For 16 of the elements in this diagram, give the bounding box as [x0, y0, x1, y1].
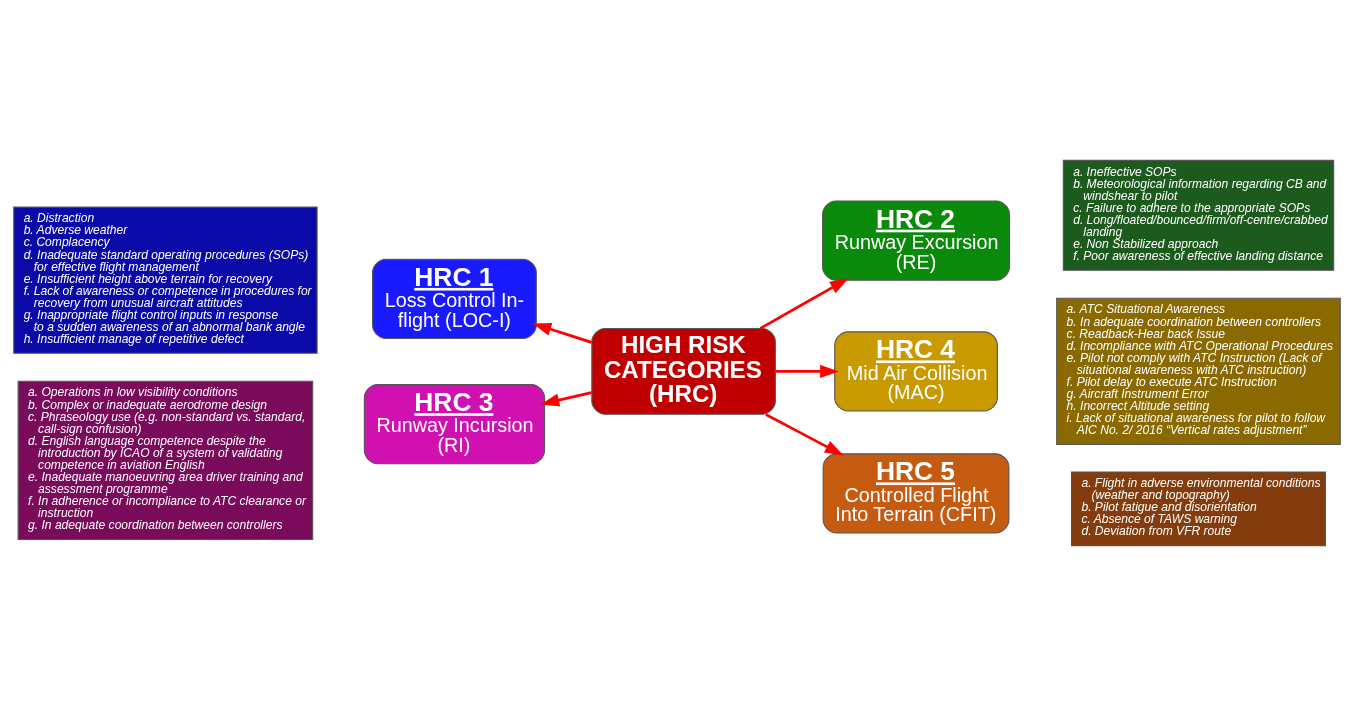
- node-box: HRC 5 Controlled Flight Into Terrain (CFIT): [822, 452, 1010, 533]
- node-box: a. ATC Situational Awareness b. In adequate coordination between controllers c. Readback-Hear back Issue d. Incompliance with ATC Operational Procedures e. Pilot not comply with ATC Instruction (Lack of situational awareness with ATC instruction) f. Pilot delay to execute ATC Instruction g. Aircraft Instrument Error h. Incorrect Altitude setting i. Lack of situational awareness for pilot to follow AIC No. 2/ 2016 “Vertical rates adjustment”: [1056, 297, 1341, 445]
- node-box: a. Ineffective SOPs b. Meteorological information regarding CB and windshear to pilot c. Failure to adhere to the appropriate SOPs d. Long/floated/bounced/firm/off-centre/crabbed landing e. Non Stabilized approach f. Poor awareness of effective landing distance: [1062, 159, 1335, 271]
- arrow: [759, 277, 849, 330]
- arrow: [775, 364, 839, 378]
- node-box: HRC 2 Runway Excursion (RE): [822, 200, 1010, 281]
- arrow: [765, 412, 844, 456]
- node-box: HRC 1 Loss Control In-flight (LOC-I): [372, 258, 537, 339]
- node-box: a. Distraction b. Adverse weather c. Complacency d. Inadequate standard operating procedures (SOPs) for effective flight management e. Insufficient height above terrain for recovery f. Lack of awareness or competence in procedures for recovery from unusual aircraft attitudes g. Inappropriate flight control inputs in response to a sudden awareness of an abnormal bank angle h. Insufficient manage of repetitive defect: [13, 206, 318, 354]
- node-box: HRC 3 Runway Incursion (RI): [363, 383, 546, 464]
- node-box: HRC 4 Mid Air Collision (MAC): [834, 330, 998, 412]
- node-box: HIGH RISK CATEGORIES (HRC): [591, 327, 776, 415]
- node-box: a. Flight in adverse environmental conditions (weather and topography) b. Pilot fatigue and disorientation c. Absence of TAWS warning d. Deviation from VFR route: [1071, 470, 1326, 546]
- node-box: a. Operations in low visibility conditions b. Complex or inadequate aerodrome design c. Phraseology use (e.g. non-standard vs. standard, call-sign confusion) d. English language competence despite the introduction by ICAO of a system of validating competence in aviation English e. Inadequate manoeuvring area driver training and assessment programme f. In adherence or incompliance to ATC clearance or instruction g. In adequate coordination between controllers: [17, 380, 314, 540]
- arrow: [540, 390, 592, 407]
- arrow: [532, 322, 592, 344]
